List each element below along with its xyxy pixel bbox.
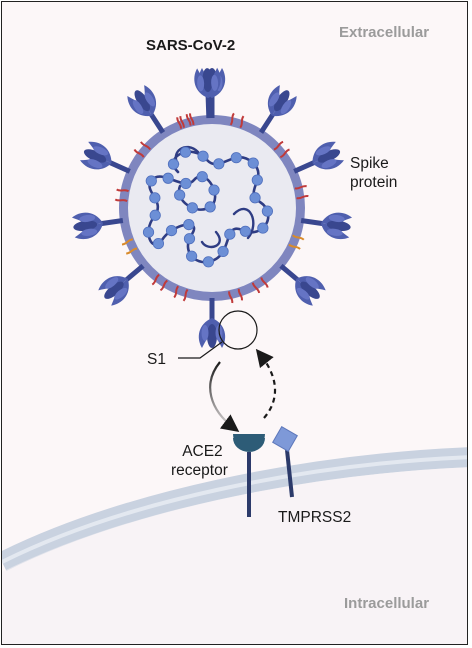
spike-protein-icon [71,212,124,240]
binding-arrow-icon [209,361,240,432]
intracellular-label: Intracellular [344,595,430,612]
rna-nucleocapsid-bead [204,201,216,213]
rna-nucleocapsid-bead [152,237,165,250]
spike-label-line1: Spike [350,155,389,172]
rna-nucleocapsid-bead [167,158,180,170]
diagram-canvas [2,67,467,644]
spike-protein-icon [300,212,353,240]
membrane-protein-icon [251,277,269,294]
spike-protein-icon [279,263,326,306]
membrane-protein-icon [179,113,195,128]
s1-highlight-circle [218,310,258,350]
rna-nucleocapsid-bead [217,245,229,258]
ace2-receptor-icon [233,434,265,517]
rna-nucleocapsid-bead [162,172,174,184]
rna-nucleocapsid-bead [249,192,261,204]
rna-nucleocapsid-bead [197,150,209,162]
ace2-receptor-label: ACE2 receptor [171,442,228,480]
spike-protein-icon [293,141,344,174]
rna-nucleocapsid-bead [149,209,161,221]
membrane-protein-icon [121,238,138,255]
s1-label: S1 [147,351,166,368]
sars-cov-2-virion [71,67,353,348]
rna-nucleocapsid-bead [251,174,263,186]
release-arrow-icon [255,348,277,419]
membrane-protein-icon [294,185,309,200]
spike-protein-icon [80,141,131,174]
membrane-protein-icon [229,112,245,129]
rna-nucleocapsid-bead [179,146,192,158]
rna-nucleocapsid-bead [165,224,178,237]
spike-label-line2: protein [350,174,398,191]
ace2-label-line1: ACE2 [182,443,223,460]
membrane-proteins [114,112,309,304]
spike-protein-icon [198,298,226,348]
membrane-protein-icon [173,285,189,302]
membrane-protein-icon [176,114,192,129]
cell-membrane [2,447,467,644]
rna-nucleocapsid-bead [183,233,196,245]
ace2-label-line2: receptor [171,462,228,479]
rna-nucleocapsid-bead [247,157,259,169]
rna-nucleocapsid-bead [142,226,155,238]
rna-nucleocapsid-bead [213,158,225,170]
rna-nucleocapsid-bead [224,228,236,240]
spike-protein-icon [127,85,166,134]
rna-nucleocapsid-bead [208,184,220,196]
membrane-protein-icon [114,188,130,203]
rna-nucleocapsid-bead [183,218,195,231]
spike-protein-icon [194,67,221,119]
spike-protein-icon [98,263,145,306]
membrane-protein-icon [273,140,290,159]
rna-nucleocapsid-bead [196,171,208,183]
membrane-protein-icon [228,288,243,304]
extracellular-label: Extracellular [339,24,430,41]
rna-nucleocapsid-bead [230,152,242,164]
virus-name-label: SARS-CoV-2 [146,37,236,54]
tmprss2-label: TMPRSS2 [278,509,352,526]
rna-nucleocapsid-bead [180,177,192,190]
membrane-protein-icon [151,273,168,292]
membrane-protein-icon [133,141,151,158]
tmprss2-icon [272,426,298,498]
rna-nucleocapsid-bead [202,256,215,268]
rna-nucleocapsid-bead [186,250,198,262]
membrane-protein-icon [288,234,305,250]
rna-nucleocapsid-bead [145,175,157,187]
rna-nucleocapsid-bead [149,192,161,204]
rna-nucleocapsid-bead [174,189,186,201]
rna-nucleocapsid-bead [186,202,198,214]
s1-callout-line [178,341,223,359]
rna-genome [142,145,274,268]
rna-nucleocapsid-bead [257,222,269,234]
spike-protein-label: Spike protein [350,154,397,192]
rna-nucleocapsid-bead [239,225,252,237]
spike-protein-icon [258,85,297,134]
rna-nucleocapsid-bead [261,205,274,217]
